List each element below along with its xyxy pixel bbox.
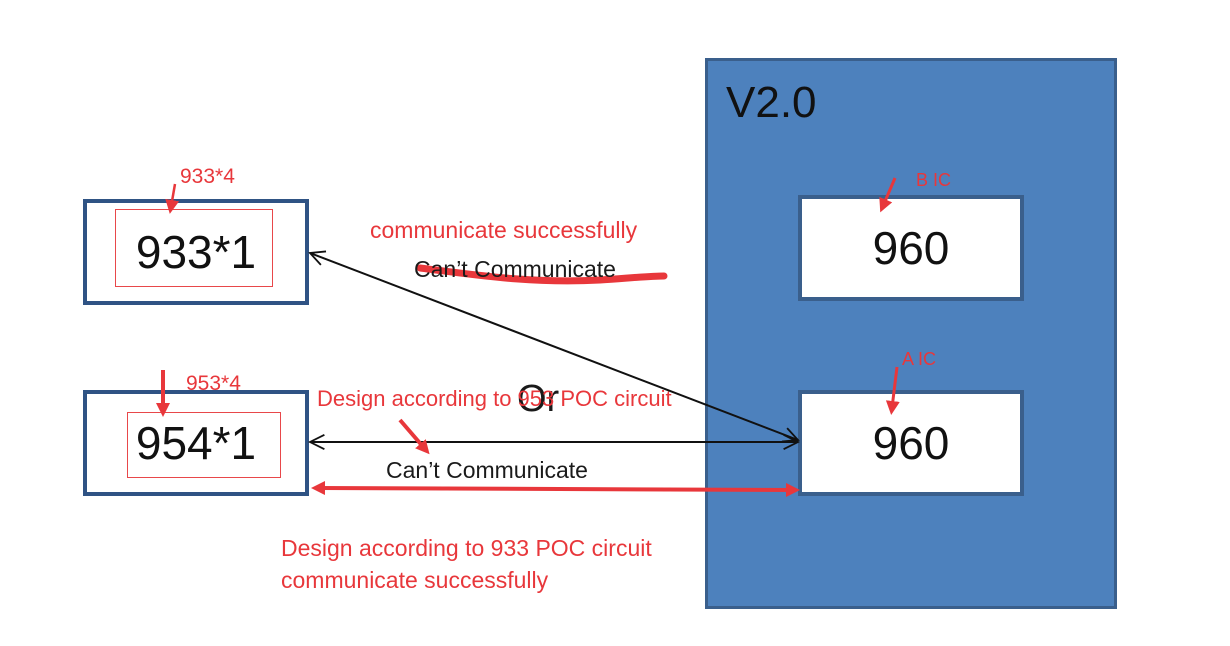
v2-panel bbox=[705, 58, 1117, 609]
label-mid-fail: Can’t Communicate bbox=[386, 457, 588, 483]
box-933-tag: 933*4 bbox=[180, 165, 235, 188]
label-design-953: Design according to 953 POC circuit bbox=[317, 386, 672, 411]
label-design-933: Design according to 933 POC circuit bbox=[281, 535, 652, 561]
box-933-inner-frame bbox=[115, 209, 273, 287]
pointer-design-953 bbox=[398, 418, 430, 455]
label-top-success: communicate successfully bbox=[370, 217, 638, 243]
b-ic-box: 960 bbox=[798, 195, 1024, 301]
box-954: 954*1 bbox=[83, 390, 309, 496]
box-954-value: 954*1 bbox=[135, 417, 257, 469]
a-ic-tag: A IC bbox=[902, 349, 937, 369]
box-933-value: 933*1 bbox=[135, 226, 257, 278]
panel-title: V2.0 bbox=[726, 78, 817, 127]
a-ic-box: 960 bbox=[798, 390, 1024, 496]
label-top-fail: Can’t Communicate bbox=[414, 256, 616, 282]
a-ic-value: 960 bbox=[872, 417, 950, 469]
b-ic-tag: B IC bbox=[916, 170, 952, 190]
box-954-inner-frame bbox=[127, 412, 281, 478]
box-933: 933*1 bbox=[83, 199, 309, 305]
box-954-tag: 953*4 bbox=[186, 372, 241, 395]
label-bottom-success: communicate successfully bbox=[281, 567, 549, 593]
b-ic-value: 960 bbox=[872, 222, 950, 274]
